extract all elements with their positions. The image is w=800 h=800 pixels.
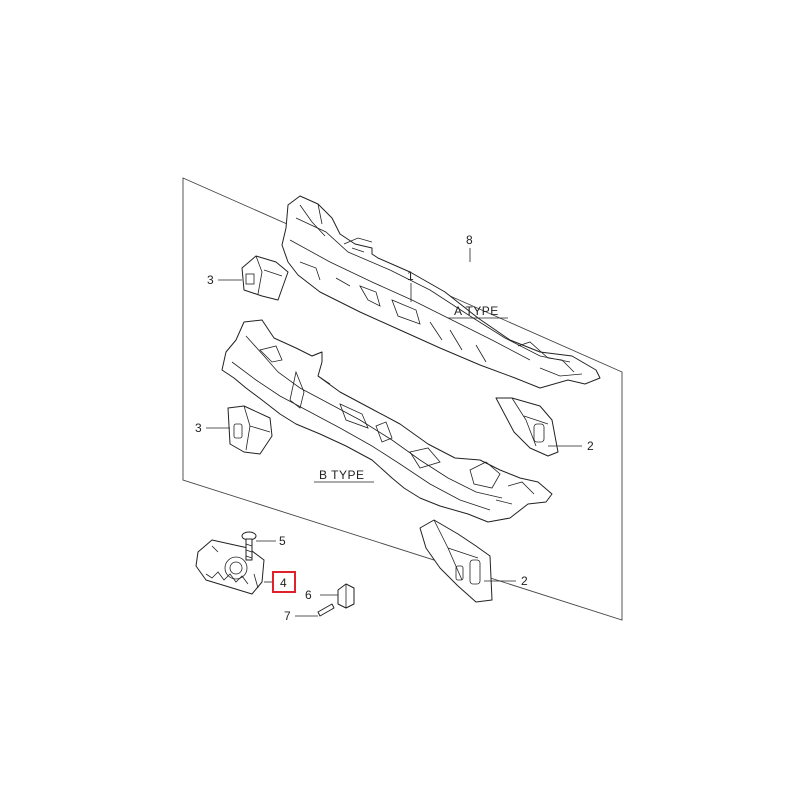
bolt-part-5 (241, 531, 257, 561)
callout-4: 4 (280, 576, 287, 590)
bracket-part-2-lower (419, 519, 493, 603)
callout-3-upper: 3 (207, 273, 214, 287)
callout-5: 5 (279, 534, 286, 548)
a-type-label: A TYPE (454, 304, 499, 318)
a-type-dash-panel (281, 195, 601, 389)
callout-8: 8 (466, 233, 473, 247)
screw-part-7 (317, 603, 335, 617)
clip-part-6 (337, 583, 355, 609)
bracket-part-2-upper (495, 397, 559, 457)
callout-2-lower: 2 (521, 574, 528, 588)
callout-6: 6 (305, 588, 312, 602)
callout-4-highlight-box (272, 571, 296, 593)
callout-3-lower: 3 (195, 421, 202, 435)
assembly-frame (182, 177, 623, 621)
b-type-dash-panel (221, 319, 553, 523)
plate-part-4 (195, 539, 265, 595)
b-type-label: B TYPE (319, 468, 364, 482)
bracket-part-3-lower (227, 405, 273, 455)
callout-1: 1 (407, 269, 414, 283)
callout-7: 7 (284, 609, 291, 623)
bracket-part-3-upper (241, 255, 289, 301)
callout-2-upper: 2 (587, 439, 594, 453)
